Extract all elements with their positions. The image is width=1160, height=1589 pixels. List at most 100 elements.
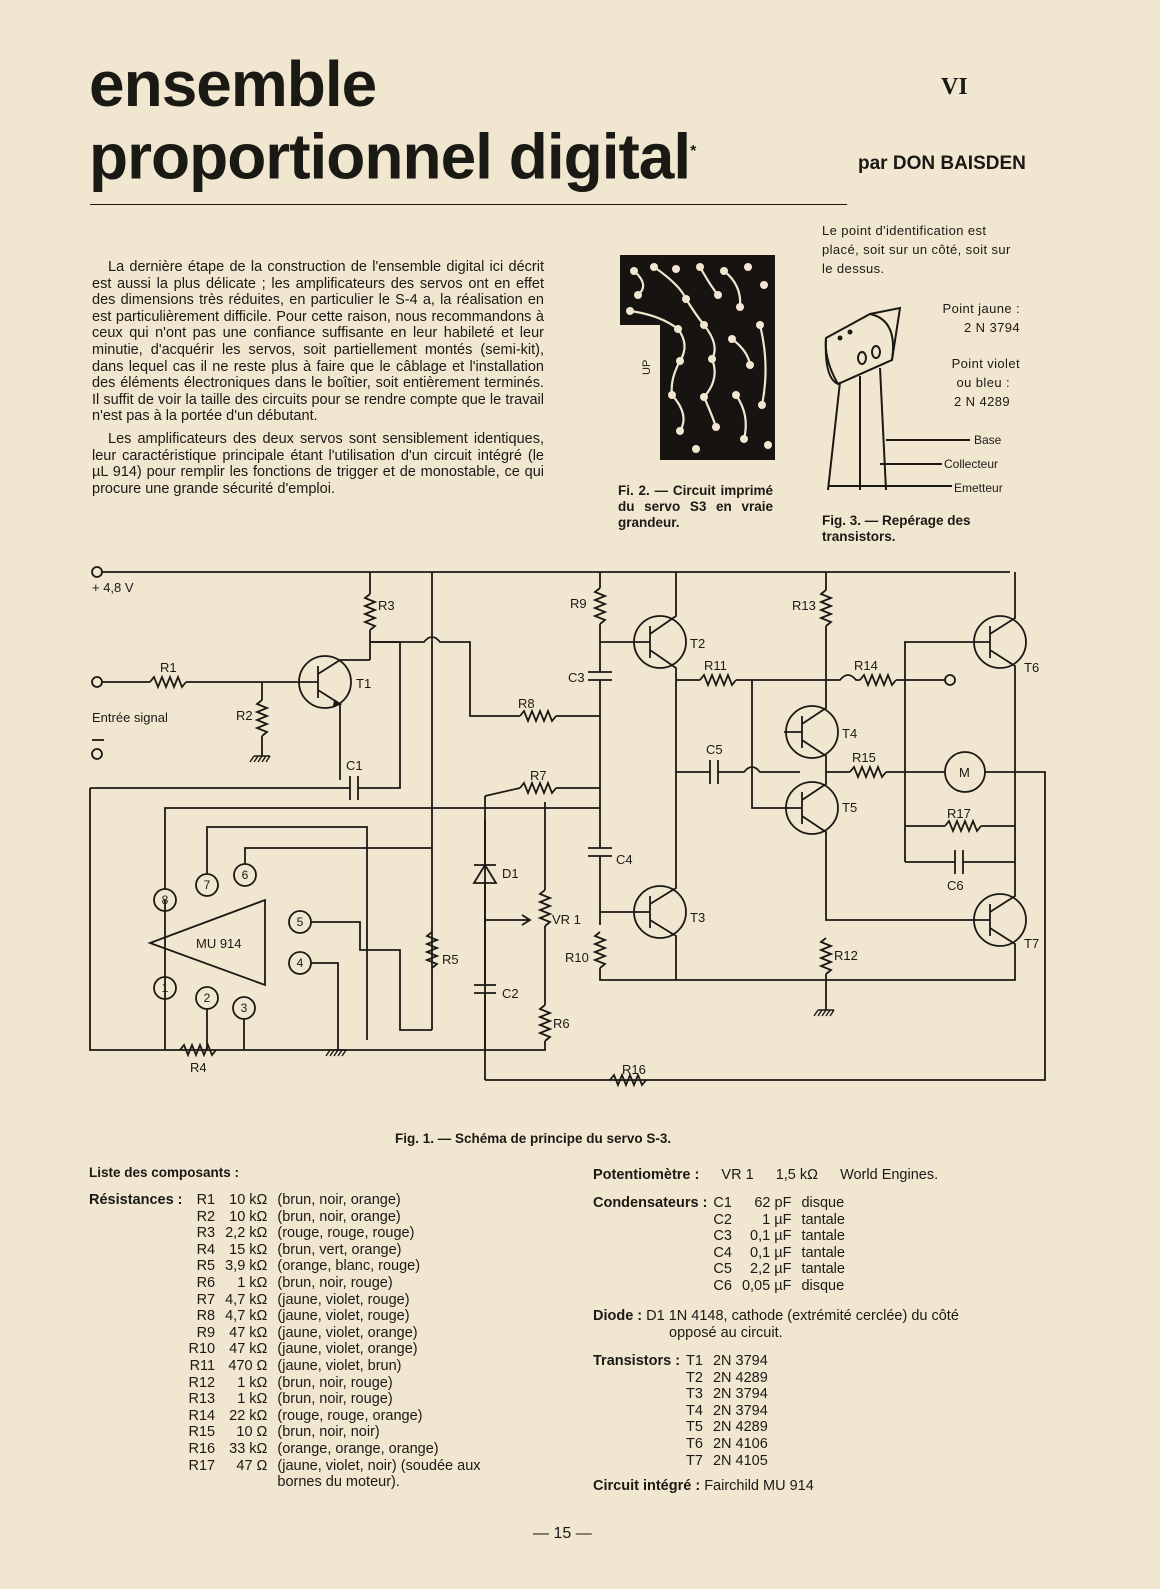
resistor-note: (brun, noir, orange) [277, 1192, 401, 1208]
capacitor-value: 0,05 µF [741, 1277, 792, 1294]
resistor-note: (brun, noir, rouge) [277, 1274, 393, 1291]
transistor-value: 2N 4105 [712, 1452, 768, 1469]
resistor-value: 10 kΩ [229, 1208, 268, 1225]
resistor-id: R16 [188, 1440, 216, 1457]
fig3-note: Le point d'identification est placé, soi… [822, 223, 1011, 276]
resistor-note: (brun, noir, noir) [277, 1424, 380, 1441]
pin-emitter-label: Emetteur [954, 481, 1003, 495]
spacer [593, 1261, 713, 1278]
spacer [89, 1358, 189, 1375]
pot-row: Potentiomètre : VR 1 1,5 kΩ World Engine… [593, 1167, 938, 1184]
resistor-id: R15 [188, 1424, 216, 1441]
resistor-note: (orange, blanc, rouge) [277, 1258, 421, 1275]
pin-6: 6 [242, 868, 249, 882]
paragraph: La dernière étape de la construction de … [92, 259, 544, 425]
spacer [593, 1278, 713, 1295]
pcb-up-label: UP [641, 360, 653, 375]
resistor-value: 47 Ω [236, 1457, 268, 1474]
capacitor-note: tantale [801, 1228, 845, 1245]
spacer [89, 1292, 189, 1309]
resistor-id: R13 [188, 1391, 216, 1408]
pin-7: 7 [204, 878, 211, 892]
ic-list-value: Fairchild MU 914 [704, 1478, 814, 1494]
spacer [89, 1441, 189, 1458]
resistor-note-cont: bornes du moteur). [277, 1474, 400, 1491]
spacer [593, 1370, 686, 1387]
resistor-value: 33 kΩ [229, 1440, 268, 1457]
transistor-value: 2N 4289 [712, 1419, 768, 1436]
transistor-id: T4 [686, 1402, 703, 1419]
capacitor-row: Condensateurs : C1 62 pF disque [593, 1195, 845, 1212]
resistor-id: R3 [196, 1225, 216, 1242]
label-c4: C4 [616, 852, 633, 867]
resistor-value: 15 kΩ [229, 1241, 268, 1258]
diode-label: Diode : [593, 1308, 643, 1324]
capacitor-note: tantale [801, 1211, 845, 1228]
resistor-id: R1 [196, 1192, 216, 1208]
spacer [593, 1228, 713, 1245]
fig3-violet-part: 2 N 4289 [954, 394, 1010, 409]
resistor-note: (brun, vert, orange) [277, 1241, 402, 1258]
transistor-value: 2N 3794 [712, 1386, 768, 1403]
fig2-caption: Fi. 2. — Circuit imprimé du servo S3 en … [618, 483, 773, 530]
resistor-note: (jaune, violet, orange) [277, 1341, 418, 1358]
label-r9: R9 [570, 596, 587, 611]
fig3-caption: Fig. 3. — Repérage des transistors. [822, 513, 971, 544]
label-c5: C5 [706, 742, 723, 757]
label-c6: C6 [947, 878, 964, 893]
label-r12: R12 [834, 948, 858, 963]
resistor-list: Résistances : R1 10 kΩ (brun, noir, oran… [89, 1192, 481, 1491]
label-r1: R1 [160, 660, 177, 675]
label-r5: R5 [442, 952, 459, 967]
resistor-value: 10 kΩ [229, 1192, 268, 1208]
page-number: — 15 — [533, 1525, 592, 1542]
capacitor-id: C4 [713, 1244, 732, 1261]
diode-line-1: D1 1N 4148, cathode (extrémité cerclée) … [646, 1308, 959, 1324]
spacer [89, 1225, 189, 1242]
fig1-caption: Fig. 1. — Schéma de principe du servo S-… [395, 1131, 672, 1146]
label-vr1: VR 1 [552, 912, 581, 927]
spacer [89, 1391, 189, 1408]
spacer [89, 1341, 189, 1358]
spacer [89, 1325, 189, 1342]
label-r11: R11 [704, 658, 727, 673]
label-r3: R3 [378, 598, 395, 613]
resistor-value: 4,7 kΩ [225, 1308, 268, 1325]
label-r4: R4 [190, 1060, 207, 1075]
resistor-value: 1 kΩ [237, 1374, 268, 1391]
resistor-note: (jaune, violet, rouge) [277, 1291, 410, 1308]
capacitor-note: disque [801, 1195, 845, 1211]
supply-label: + 4,8 V [92, 580, 134, 595]
label-t1: T1 [356, 676, 371, 691]
transistor-id: T2 [686, 1369, 703, 1386]
pcb-image: UP [620, 255, 775, 460]
title-line-2: proportionnel digital* [89, 120, 696, 188]
resistor-id: R2 [196, 1208, 216, 1225]
label-r10: R10 [565, 950, 589, 965]
spacer [593, 1419, 686, 1436]
schematic-diagram: + 4,8 V Entrée signal R1 R2 R3 R4 R5 R6 … [89, 566, 1046, 1086]
resistor-note-continuation: bornes du moteur). [89, 1474, 481, 1491]
capacitor-value: 0,1 µF [750, 1228, 792, 1245]
transistor-value: 2N 3794 [712, 1402, 768, 1419]
pin-3: 3 [241, 1001, 248, 1015]
resistor-value: 2,2 kΩ [225, 1225, 268, 1242]
ic-label: MU 914 [196, 936, 242, 951]
spacer [89, 1275, 189, 1292]
spacer [593, 1245, 713, 1262]
resistor-value: 1 kΩ [237, 1274, 268, 1291]
